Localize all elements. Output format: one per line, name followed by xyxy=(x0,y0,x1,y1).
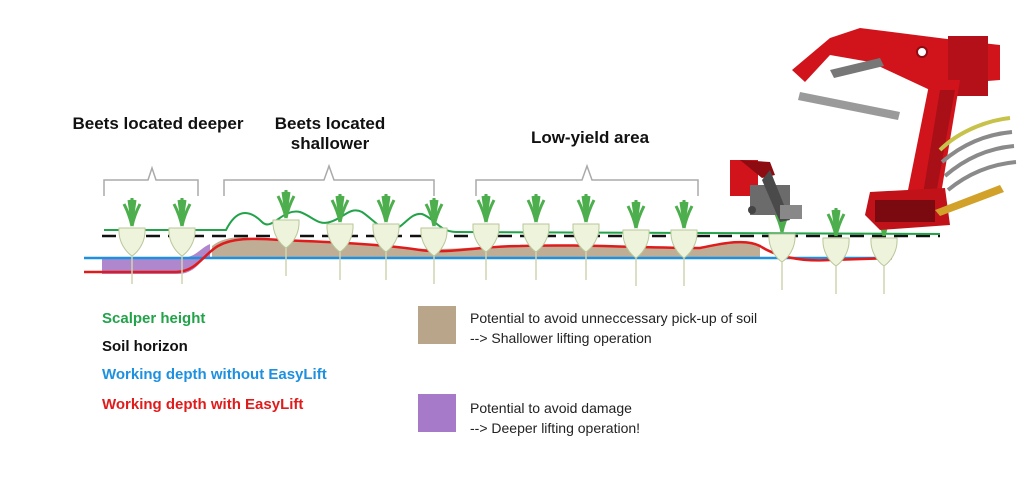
beet xyxy=(822,208,850,294)
working-depth-with-line xyxy=(84,237,893,274)
label-beets-shallower: Beets located shallower xyxy=(250,114,410,154)
soil-potential-text: Potential to avoid unneccessary pick-up … xyxy=(470,308,757,348)
beet-root xyxy=(326,223,354,253)
soil-potential-line2: --> Shallower lifting operation xyxy=(470,330,652,346)
tractor-hitch xyxy=(730,160,802,222)
beet xyxy=(420,198,448,284)
beet-root xyxy=(168,227,196,257)
legend-working-depth-with: Working depth with EasyLift xyxy=(102,396,304,413)
beet-root xyxy=(870,237,898,267)
damage-potential-line2: --> Deeper lifting operation! xyxy=(470,420,641,436)
label-beets-shallower-line1: Beets located xyxy=(274,114,386,133)
beet-root xyxy=(272,219,300,249)
beet-root xyxy=(118,227,146,257)
beet xyxy=(168,197,196,284)
bracket-shallower xyxy=(223,163,435,196)
soil-potential-swatch xyxy=(418,306,456,344)
beet-root xyxy=(670,229,698,259)
beet xyxy=(522,194,550,280)
beet-root xyxy=(420,227,448,257)
beet-root xyxy=(572,223,600,253)
label-beets-shallower-line2: shallower xyxy=(290,134,370,153)
beet-root xyxy=(822,237,850,267)
beet xyxy=(272,190,300,276)
legend-scalper-height: Scalper height xyxy=(102,310,206,327)
damage-potential-text: Potential to avoid damage --> Deeper lif… xyxy=(470,398,640,438)
legend-working-depth-without: Working depth without EasyLift xyxy=(102,366,327,383)
beet xyxy=(118,198,146,284)
beet xyxy=(326,194,354,280)
beet xyxy=(372,194,400,280)
beet-root xyxy=(622,229,650,259)
legend-soil-horizon: Soil horizon xyxy=(102,338,188,355)
bracket-low-yield xyxy=(475,163,699,196)
beet-root xyxy=(522,223,550,253)
region-brackets xyxy=(103,163,699,196)
beet xyxy=(622,200,650,286)
beet xyxy=(670,200,698,286)
scalper-height-line xyxy=(104,209,941,235)
beet-root xyxy=(372,223,400,253)
beet-root xyxy=(768,233,796,263)
label-low-yield: Low-yield area xyxy=(530,128,650,147)
beet-root xyxy=(472,223,500,253)
soil-potential-line1: Potential to avoid unneccessary pick-up … xyxy=(470,310,758,326)
harvester-machine xyxy=(792,28,1017,230)
beet xyxy=(572,194,600,280)
bracket-deeper xyxy=(103,165,199,196)
label-beets-deeper: Beets located deeper xyxy=(72,114,244,133)
damage-potential-line1: Potential to avoid damage xyxy=(470,400,632,416)
beet xyxy=(472,194,500,280)
damage-potential-swatch xyxy=(418,394,456,432)
